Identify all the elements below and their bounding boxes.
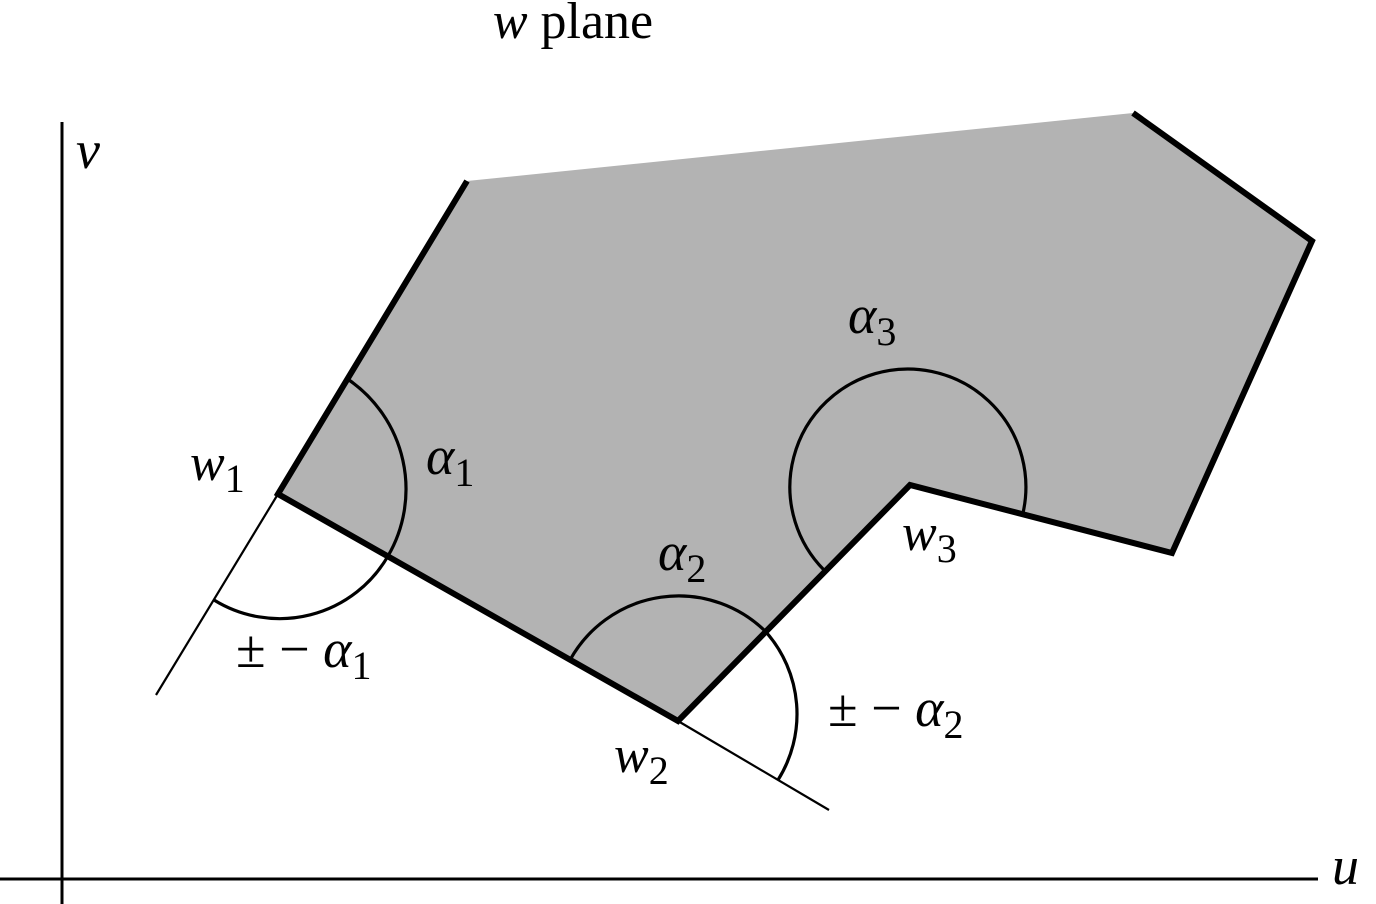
polygon-region	[278, 113, 1312, 721]
vertex-w2-name: w	[614, 727, 649, 784]
vertex-label-w1: w1	[190, 435, 245, 501]
alpha3-arc	[788, 367, 1028, 572]
vertex-w2-sub: 2	[649, 748, 669, 793]
alpha1-symbol: α	[426, 426, 456, 486]
alpha3-symbol: α	[848, 285, 878, 345]
alpha2-sub: 2	[686, 546, 706, 591]
polygon-boundary-left	[273, 110, 1316, 725]
alpha2-symbol: α	[658, 522, 688, 582]
vertex-w1-name: w	[190, 435, 225, 492]
exterior-angle2-arc	[764, 630, 799, 781]
exterior-angle1-label: ± − α1	[236, 619, 371, 688]
exterior-angle1-symbol: α	[323, 619, 353, 679]
u-axis-label: u	[1332, 836, 1359, 896]
plane-title: w plane	[493, 0, 653, 50]
alpha1-label: α1	[426, 426, 474, 495]
extension-line-w1	[155, 493, 279, 696]
alpha2-arc	[568, 594, 768, 661]
alpha1-arc	[348, 378, 408, 557]
plane-title-space	[528, 0, 541, 50]
exterior-angle1-sub: 1	[351, 643, 371, 688]
exterior-angle2-prefix: ± −	[828, 678, 915, 738]
exterior-angle2-symbol: α	[915, 678, 945, 738]
alpha3-sub: 3	[876, 309, 896, 354]
plane-title-word: plane	[541, 0, 654, 50]
extension-line-w2	[677, 720, 830, 811]
vertex-label-w2: w2	[614, 727, 669, 793]
exterior-angle1-arc	[213, 555, 390, 621]
plane-title-variable: w	[493, 0, 528, 50]
exterior-angle2-label: ± − α2	[828, 678, 963, 747]
vertex-w3-name: w	[902, 505, 937, 562]
v-axis-label: v	[76, 120, 100, 180]
exterior-angle1-prefix: ± −	[236, 619, 323, 679]
vertex-w3-sub: 3	[937, 526, 957, 571]
alpha3-label: α3	[848, 285, 896, 354]
alpha2-label: α2	[658, 522, 706, 591]
exterior-angle2-sub: 2	[943, 702, 963, 747]
vertex-w1-sub: 1	[225, 456, 245, 501]
alpha1-sub: 1	[454, 450, 474, 495]
vertex-label-w3: w3	[902, 505, 957, 571]
